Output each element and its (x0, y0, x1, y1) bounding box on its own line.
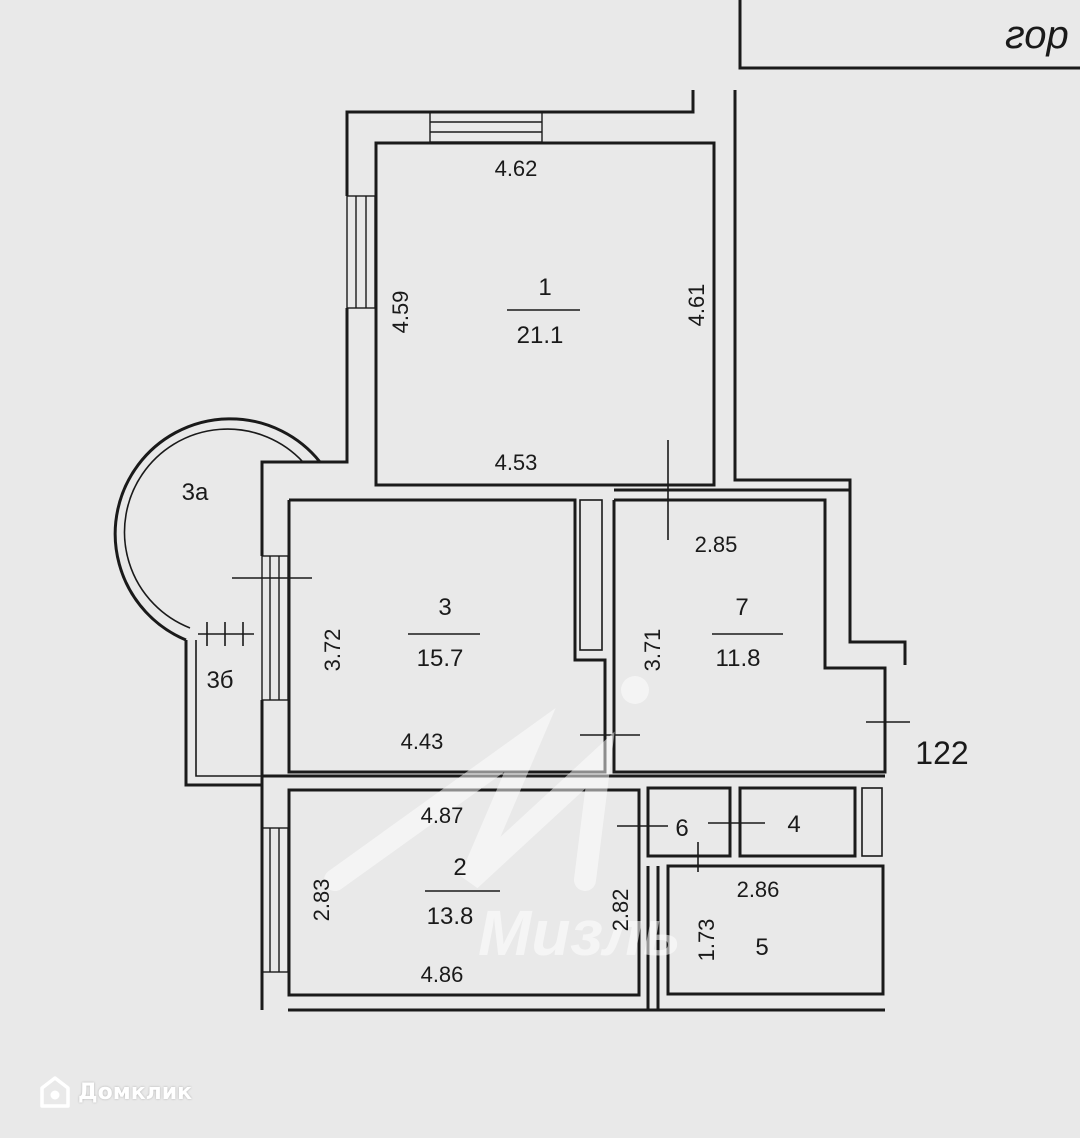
dim-room7-left: 3.71 (640, 629, 665, 672)
room-5-label: 5 (755, 934, 768, 961)
tick-marks (198, 440, 910, 872)
room-6-label: 6 (675, 815, 688, 842)
dim-room3-bottom: 4.43 (401, 729, 444, 754)
brand-name: Домклик (78, 1079, 193, 1105)
room-area: 21.1 (517, 322, 564, 349)
room-2-label: 2 13.8 (425, 854, 500, 930)
room-4-label: 4 (787, 811, 800, 838)
dim-room5-top: 2.86 (737, 877, 780, 902)
dim-room7-top: 2.85 (695, 532, 738, 557)
dim-room1-top: 4.62 (495, 156, 538, 181)
room-number: 3 (438, 594, 451, 621)
watermark-text: Мизль (478, 897, 681, 969)
header-box: гор (738, 0, 1080, 70)
room-area: 13.8 (427, 903, 474, 930)
room-7-label: 7 11.8 (712, 594, 783, 672)
room-number: 7 (735, 594, 748, 621)
dim-room1-bottom: 4.53 (495, 450, 538, 475)
header-text: гор (1005, 13, 1069, 57)
room-3a-label: 3а (182, 479, 209, 506)
windows (261, 111, 543, 973)
room-1-label: 1 21.1 (507, 274, 580, 349)
house-icon (40, 1076, 70, 1108)
watermark: Мизль (324, 676, 681, 969)
dim-room2-left: 2.83 (309, 879, 334, 922)
dim-room1-right: 4.61 (684, 284, 709, 327)
domclick-brand: Домклик (40, 1076, 192, 1108)
side-number: 122 (915, 735, 968, 771)
dimensions: 4.62 4.59 4.61 4.53 2.85 3.72 3.71 4.43 … (309, 156, 779, 987)
room-area: 11.8 (716, 645, 761, 672)
dim-room2-top: 4.87 (421, 803, 464, 828)
walls (113, 90, 907, 1012)
room-3-label: 3 15.7 (408, 594, 480, 672)
dim-room1-left: 4.59 (388, 291, 413, 334)
dim-room5-left: 1.73 (694, 919, 719, 962)
room-number: 1 (538, 274, 551, 301)
room-area: 15.7 (417, 645, 464, 672)
room-3b-label: 3б (206, 667, 233, 694)
dim-room2-bottom: 4.86 (421, 962, 464, 987)
room-number: 2 (453, 854, 466, 881)
dim-room2-right: 2.82 (608, 889, 633, 932)
dim-room3-left: 3.72 (320, 629, 345, 672)
